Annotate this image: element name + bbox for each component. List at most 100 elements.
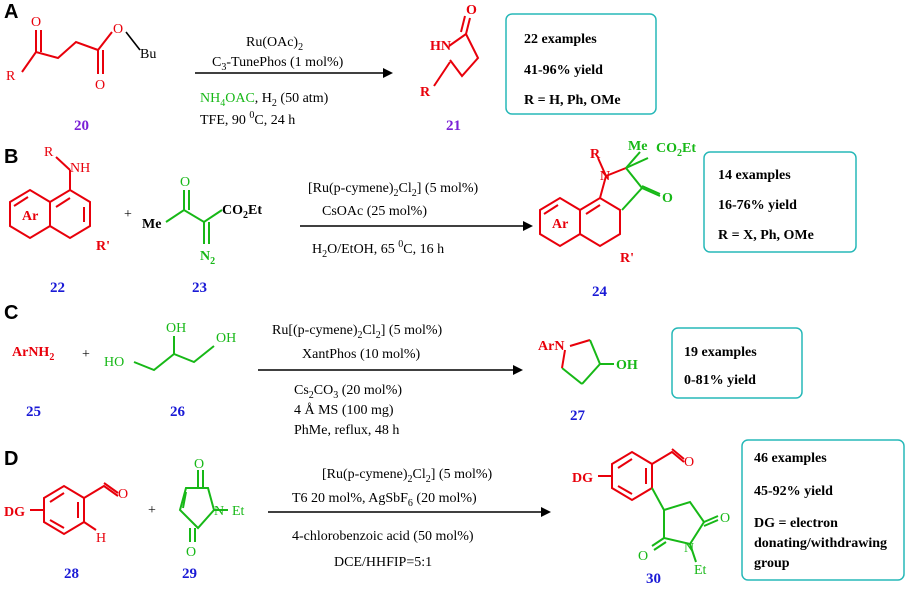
atom-oh2-26: OH <box>216 331 236 346</box>
atom-o2-30: O <box>638 549 648 564</box>
compound-number-22: 22 <box>50 280 65 296</box>
atom-bu: Bu <box>140 47 156 62</box>
panel-c: C ArNH2 25 + HO OH OH 26 Ru[(p-cymene)2C… <box>4 302 803 438</box>
panel-a: A O R O O Bu 20 Ru(OAc)2 C3-TunePhos (1 … <box>4 1 657 134</box>
plus-b: + <box>124 207 132 222</box>
atom-ho-26: HO <box>104 355 124 370</box>
atom-o-lactam: O <box>466 3 477 18</box>
compound-number-27: 27 <box>570 408 586 424</box>
conditions-a-line4: TFE, 90 0C, 24 h <box>200 110 295 128</box>
atom-o-ketone: O <box>31 15 41 30</box>
atom-arn-27: ArN <box>538 339 564 354</box>
conditions-c-line5: PhMe, reflux, 48 h <box>294 423 399 438</box>
panel-d-label: D <box>4 448 18 470</box>
results-box-c <box>671 327 803 399</box>
box-d-scope-line2: donating/withdrawing <box>754 536 887 551</box>
conditions-b-line2: CsOAc (25 mol%) <box>322 204 427 219</box>
box-d-yield: 45-92% yield <box>754 484 833 499</box>
compound-number-23: 23 <box>192 280 207 296</box>
atom-oh1-26: OH <box>166 321 186 336</box>
atom-o-23: O <box>180 175 190 190</box>
compound-number-30: 30 <box>646 571 661 587</box>
atom-ar-22: Ar <box>22 209 38 224</box>
compound-23: O Me CO2Et N2 <box>142 175 262 267</box>
conditions-a-line2: C3-TunePhos (1 mol%) <box>212 55 344 73</box>
atom-dg-28: DG <box>4 505 25 520</box>
panel-b-label: B <box>4 146 18 168</box>
compound-number-20: 20 <box>74 118 89 134</box>
atom-o-ester: O <box>113 22 123 37</box>
conditions-c-line1: Ru[(p-cymene)2Cl2] (5 mol%) <box>272 323 443 341</box>
atom-o-24: O <box>662 191 673 206</box>
atom-rprime-24: R' <box>620 251 634 266</box>
arrow-head-a <box>383 68 393 78</box>
atom-o-carbonyl: O <box>95 78 105 93</box>
conditions-d-line2: T6 20 mol%, AgSbF6 (20 mol%) <box>292 491 477 509</box>
atom-me-23: Me <box>142 217 161 232</box>
box-d-examples: 46 examples <box>754 451 827 466</box>
atom-co2et-23: CO2Et <box>222 203 262 221</box>
compound-number-25: 25 <box>26 404 41 420</box>
atom-et-29: Et <box>232 504 245 519</box>
conditions-d-line4: DCE/HHFIP=5:1 <box>334 555 432 570</box>
conditions-c-line4: 4 Å MS (100 mg) <box>294 402 394 418</box>
atom-o-30: O <box>684 455 694 470</box>
atom-h-28: H <box>96 531 106 546</box>
atom-oh-27: OH <box>616 358 638 373</box>
atom-me-24: Me <box>628 139 647 154</box>
atom-et-30: Et <box>694 563 707 578</box>
atom-o1-29: O <box>194 457 204 472</box>
atom-r-22: R <box>44 145 54 160</box>
results-box-a <box>505 13 657 115</box>
conditions-c-line2: XantPhos (10 mol%) <box>302 347 421 362</box>
compound-28: DG O H <box>4 482 128 546</box>
panel-b: B R NH Ar R' 22 + O Me CO2Et N2 <box>4 139 857 300</box>
conditions-b-line3: H2O/EtOH, 65 0C, 16 h <box>312 239 444 260</box>
results-box-b <box>703 151 857 253</box>
compound-21: HN O R <box>420 3 480 100</box>
compound-27: ArN OH <box>538 339 638 385</box>
compound-26: HO OH OH <box>104 321 236 372</box>
panel-c-label: C <box>4 302 18 324</box>
box-a-yield: 41-96% yield <box>524 63 603 78</box>
plus-c: + <box>82 347 90 362</box>
compound-number-28: 28 <box>64 566 79 582</box>
panel-d: D DG O H 28 + O O N <box>4 439 905 587</box>
box-b-examples: 14 examples <box>718 168 791 183</box>
atom-o-28: O <box>118 487 128 502</box>
box-a-scope: R = H, Ph, OMe <box>524 93 621 108</box>
panel-a-label: A <box>4 1 18 23</box>
conditions-a-line3: NH4OAC, H2 (50 atm) <box>200 91 329 109</box>
atom-n-24: N <box>600 169 610 184</box>
atom-n-29: N <box>214 504 224 519</box>
box-b-yield: 16-76% yield <box>718 198 797 213</box>
compound-number-26: 26 <box>170 404 186 420</box>
box-d-scope-line3: group <box>754 556 790 571</box>
compound-20: O R O O Bu <box>6 15 156 93</box>
compound-29: O O N Et <box>178 457 245 560</box>
atom-o1-30: O <box>720 511 730 526</box>
compound-24: R N Me CO2Et O Ar R' <box>539 139 696 266</box>
atom-co2et-24: CO2Et <box>656 141 696 159</box>
atom-nh-22: NH <box>70 161 90 176</box>
box-c-yield: 0-81% yield <box>684 373 756 388</box>
arrow-head-b <box>523 221 533 231</box>
atom-hn: HN <box>430 39 451 54</box>
conditions-b-line1: [Ru(p-cymene)2Cl2] (5 mol%) <box>308 181 479 199</box>
box-c-examples: 19 examples <box>684 345 757 360</box>
plus-d: + <box>148 503 156 518</box>
atom-dg-30: DG <box>572 471 593 486</box>
conditions-d-line3: 4-chlorobenzoic acid (50 mol%) <box>292 529 474 544</box>
atom-r: R <box>6 69 16 84</box>
atom-ar-24: Ar <box>552 217 568 232</box>
atom-r-product: R <box>420 85 431 100</box>
box-d-scope-line1: DG = electron <box>754 516 838 531</box>
arrow-head-c <box>513 365 523 375</box>
compound-25-arnh2: ArNH2 <box>12 345 54 363</box>
compound-number-21: 21 <box>446 118 461 134</box>
atom-rprime-22: R' <box>96 239 110 254</box>
compound-22: R NH Ar R' <box>9 145 110 254</box>
atom-n2-23: N2 <box>200 249 215 267</box>
atom-r-24: R <box>590 147 601 162</box>
